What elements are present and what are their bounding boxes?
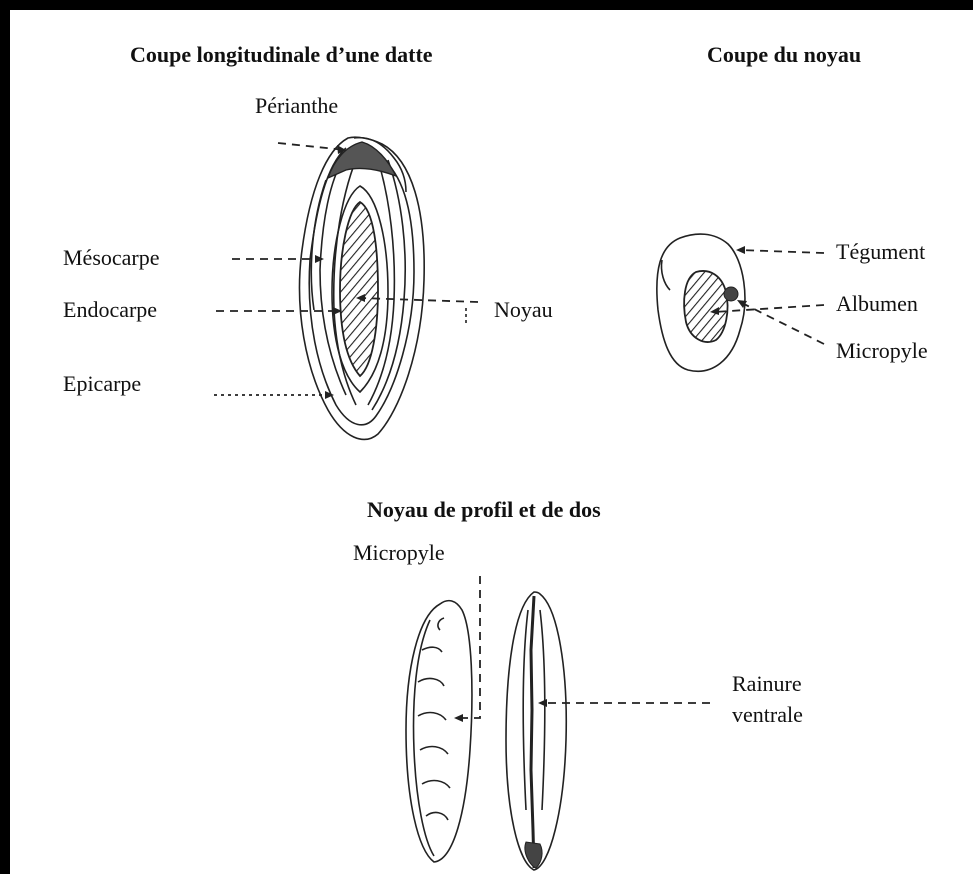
pointer-perianthe	[278, 143, 346, 150]
title-kernel-section: Coupe du noyau	[707, 42, 861, 67]
pointer-albumen	[714, 305, 824, 312]
label-mesocarpe: Mésocarpe	[63, 245, 160, 270]
date-longitudinal-drawing	[300, 137, 425, 439]
label-rainure-line2: ventrale	[732, 702, 803, 727]
label-rainure-line1: Rainure	[732, 671, 802, 696]
label-endocarpe: Endocarpe	[63, 297, 157, 322]
label-epicarpe: Epicarpe	[63, 371, 141, 396]
pointer-tegument	[740, 250, 824, 253]
title-longitudinal-section: Coupe longitudinale d’une datte	[130, 42, 433, 67]
kernel-section-drawing	[657, 234, 745, 371]
label-micropyle-profile: Micropyle	[353, 540, 445, 565]
title-kernel-profile: Noyau de profil et de dos	[367, 497, 601, 522]
figure-frame: Coupe longitudinale d’une datte Coupe du…	[10, 10, 973, 874]
label-tegument: Tégument	[836, 239, 925, 264]
kernel-profile-drawing	[406, 601, 472, 862]
label-noyau: Noyau	[494, 297, 553, 322]
kernel-back-drawing	[506, 592, 566, 870]
label-albumen: Albumen	[836, 291, 918, 316]
date-anatomy-diagram: Coupe longitudinale d’une datte Coupe du…	[10, 10, 973, 874]
label-perianthe: Périanthe	[255, 93, 338, 118]
pointer-micropyle-profile	[458, 576, 480, 718]
label-micropyle-section: Micropyle	[836, 338, 928, 363]
